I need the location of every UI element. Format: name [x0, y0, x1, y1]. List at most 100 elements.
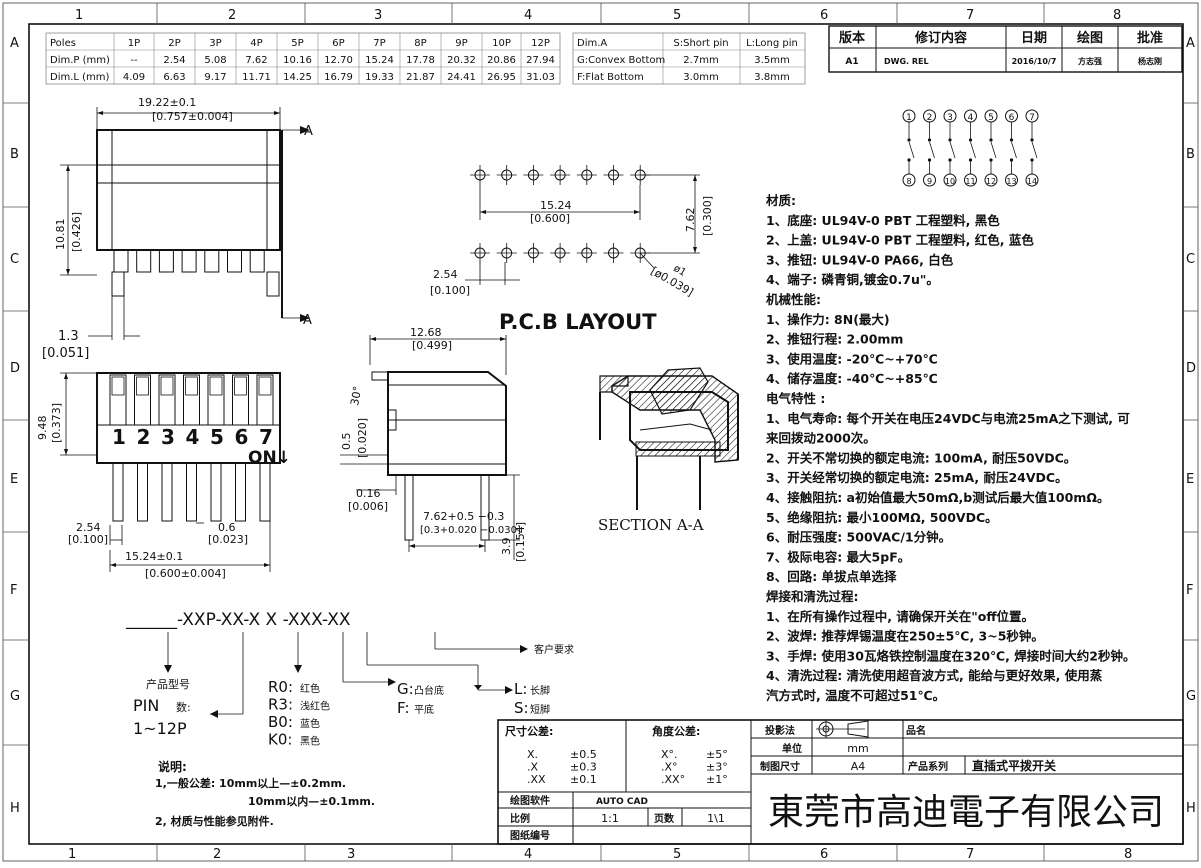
- switch-slot: [134, 374, 151, 426]
- color-name: 黑色: [300, 735, 320, 748]
- poles-cell: 9.17: [204, 72, 226, 83]
- top-pin-foot: [113, 250, 129, 273]
- size-tol-key: X.: [527, 748, 538, 761]
- angle-tol-key: .X°: [661, 761, 678, 774]
- angle-tol-value: ±3°: [706, 761, 728, 774]
- schematic-pin-bottom: [964, 173, 977, 187]
- rev-header-content: 修订内容: [914, 30, 967, 46]
- spec-line: 5、绝缘阻抗: 最小100MΩ, 500VDC。: [766, 510, 998, 525]
- switch-actuator: [160, 376, 174, 396]
- spec-section-title: 焊接和清洗过程:: [766, 589, 859, 604]
- pin-count-label: 数:: [176, 701, 191, 714]
- poles-cell: 8P: [414, 38, 426, 49]
- front-pin: [161, 462, 173, 522]
- note-line-1: 1,一般公差: 10mm以上—±0.2mm.: [155, 776, 346, 790]
- col-label-6-bottom: 6: [820, 847, 828, 862]
- row-label-c: C: [10, 252, 19, 267]
- pin-table-cell: 3.5mm: [754, 55, 789, 66]
- customer-label: 客户要求: [534, 643, 574, 656]
- pin-table-cell: 3.8mm: [754, 72, 789, 83]
- spec-line: 4、清洗过程: 清洗使用超音波方式, 能给与更好效果, 使用蒸: [766, 668, 1103, 683]
- poles-cell: 20.32: [447, 55, 476, 66]
- spec-line: 3、使用温度: -20℃~+70℃: [766, 351, 938, 366]
- pcb-layout-title: P.C.B LAYOUT: [499, 310, 657, 334]
- row-label-e-right: E: [1186, 472, 1194, 487]
- span-dim-in: [0.600±0.004]: [145, 567, 226, 580]
- rev-header-version: 版本: [839, 30, 865, 46]
- pin-type-name: 长脚: [530, 684, 550, 697]
- pin-label: PIN: [133, 696, 159, 715]
- schematic-pin-bottom-label: 9: [927, 177, 932, 186]
- poles-cell: 14.25: [283, 72, 312, 83]
- schematic-pin-bottom: [943, 173, 957, 187]
- product-name-label: 品名: [906, 724, 926, 737]
- switch-actuator: [136, 376, 149, 396]
- switch-slot: [109, 374, 127, 426]
- front-height-dim-in: [0.373]: [50, 403, 63, 443]
- color-code: R0:: [268, 678, 293, 696]
- rev-approver: 杨志刚: [1138, 56, 1162, 66]
- schematic-pin-top-label: 7: [1029, 113, 1035, 123]
- top-pin-foot: [181, 250, 197, 273]
- poles-cell: 15.24: [365, 55, 394, 66]
- color-name: 蓝色: [300, 717, 320, 730]
- size-tol-value: ±0.5: [570, 748, 597, 761]
- angle-tol-key: X°.: [661, 748, 678, 761]
- row-label-g-right: G: [1186, 689, 1196, 704]
- schematic-pin-bottom-label: 12: [986, 177, 996, 186]
- section-label: SECTION A-A: [598, 516, 704, 534]
- schematic-pin-bottom: [1005, 173, 1018, 187]
- switch-slot: [256, 374, 274, 426]
- color-code: R3:: [268, 696, 293, 714]
- note-line-3: 2, 材质与性能参见附件.: [155, 814, 274, 828]
- section-marker-bottom: A: [303, 313, 312, 328]
- side-view: 12.68 [0.499] 30° 0.5 [0.020] 0.16 [0.00…: [340, 326, 527, 562]
- height-dim-in: [0.426]: [70, 212, 83, 252]
- poles-cell: 19.33: [365, 72, 394, 83]
- row-label-b: B: [10, 147, 19, 162]
- schematic-pin-bottom-label: 8: [906, 177, 911, 186]
- poles-cell: 5.08: [204, 55, 226, 66]
- col-label-8: 8: [1113, 8, 1121, 23]
- pcb-pitch-dim: 2.54: [433, 268, 458, 281]
- drawing-size-label: 制图尺寸: [760, 760, 800, 773]
- poles-cell: 6P: [332, 38, 344, 49]
- section-aa: SECTION A-A: [598, 367, 739, 534]
- angle-tol-value: ±5°: [706, 748, 728, 761]
- switch-number: 6: [235, 425, 249, 449]
- pin-table-cell: G:Convex Bottom: [577, 55, 665, 66]
- pcb-span-dim-in: [0.600]: [530, 212, 570, 225]
- schematic-pin-top-label: 2: [927, 113, 933, 123]
- spec-line: 1、在所有操作过程中, 请确保开关在"off位置。: [766, 609, 1034, 624]
- schematic-pin-bottom: [984, 173, 998, 187]
- col-label-7-bottom: 7: [966, 847, 974, 862]
- row-label-b-right: B: [1186, 147, 1195, 162]
- software-label: 绘图软件: [510, 794, 550, 807]
- row-label-d: D: [10, 361, 20, 376]
- height-dim: 10.81: [54, 219, 67, 251]
- switch-number: 3: [161, 425, 175, 449]
- schematic-pin-bottom-label: 10: [945, 177, 955, 186]
- spec-line: 3、手焊: 使用30瓦烙铁控制温度在320℃, 焊接时间大约2秒钟。: [766, 648, 1135, 663]
- specifications: 材质:1、底座: UL94V-0 PBT 工程塑料, 黑色2、上盖: UL94V…: [765, 193, 1135, 703]
- color-code: K0:: [268, 731, 292, 749]
- side-row-dim: 7.62+0.5 −0.3: [423, 510, 504, 523]
- spec-line: 4、储存温度: -40℃~+85℃: [766, 371, 938, 386]
- pcb-hole-dim-in: [ø0.039]: [649, 264, 696, 299]
- schematic-pin-bottom: [923, 173, 936, 187]
- size-tol-value: ±0.3: [570, 761, 597, 774]
- pcb-layout: 15.24 [0.600] 7.62 [0.300] 2.54 [0.100] …: [430, 165, 714, 334]
- pin-range: 1~12P: [133, 719, 187, 738]
- spec-line: 7、极际电容: 最大5pF。: [766, 549, 910, 564]
- poles-cell: 11.71: [242, 72, 271, 83]
- top-pin-foot: [136, 250, 152, 273]
- color-name: 浅红色: [300, 700, 330, 713]
- poles-cell: 21.87: [406, 72, 435, 83]
- spec-line: 2、上盖: UL94V-0 PBT 工程塑料, 红色, 蓝色: [766, 233, 1034, 248]
- angle-tol-key: .XX°: [661, 773, 685, 786]
- pin-table-cell: 3.0mm: [683, 72, 718, 83]
- side-width-dim-in: [0.499]: [412, 339, 452, 352]
